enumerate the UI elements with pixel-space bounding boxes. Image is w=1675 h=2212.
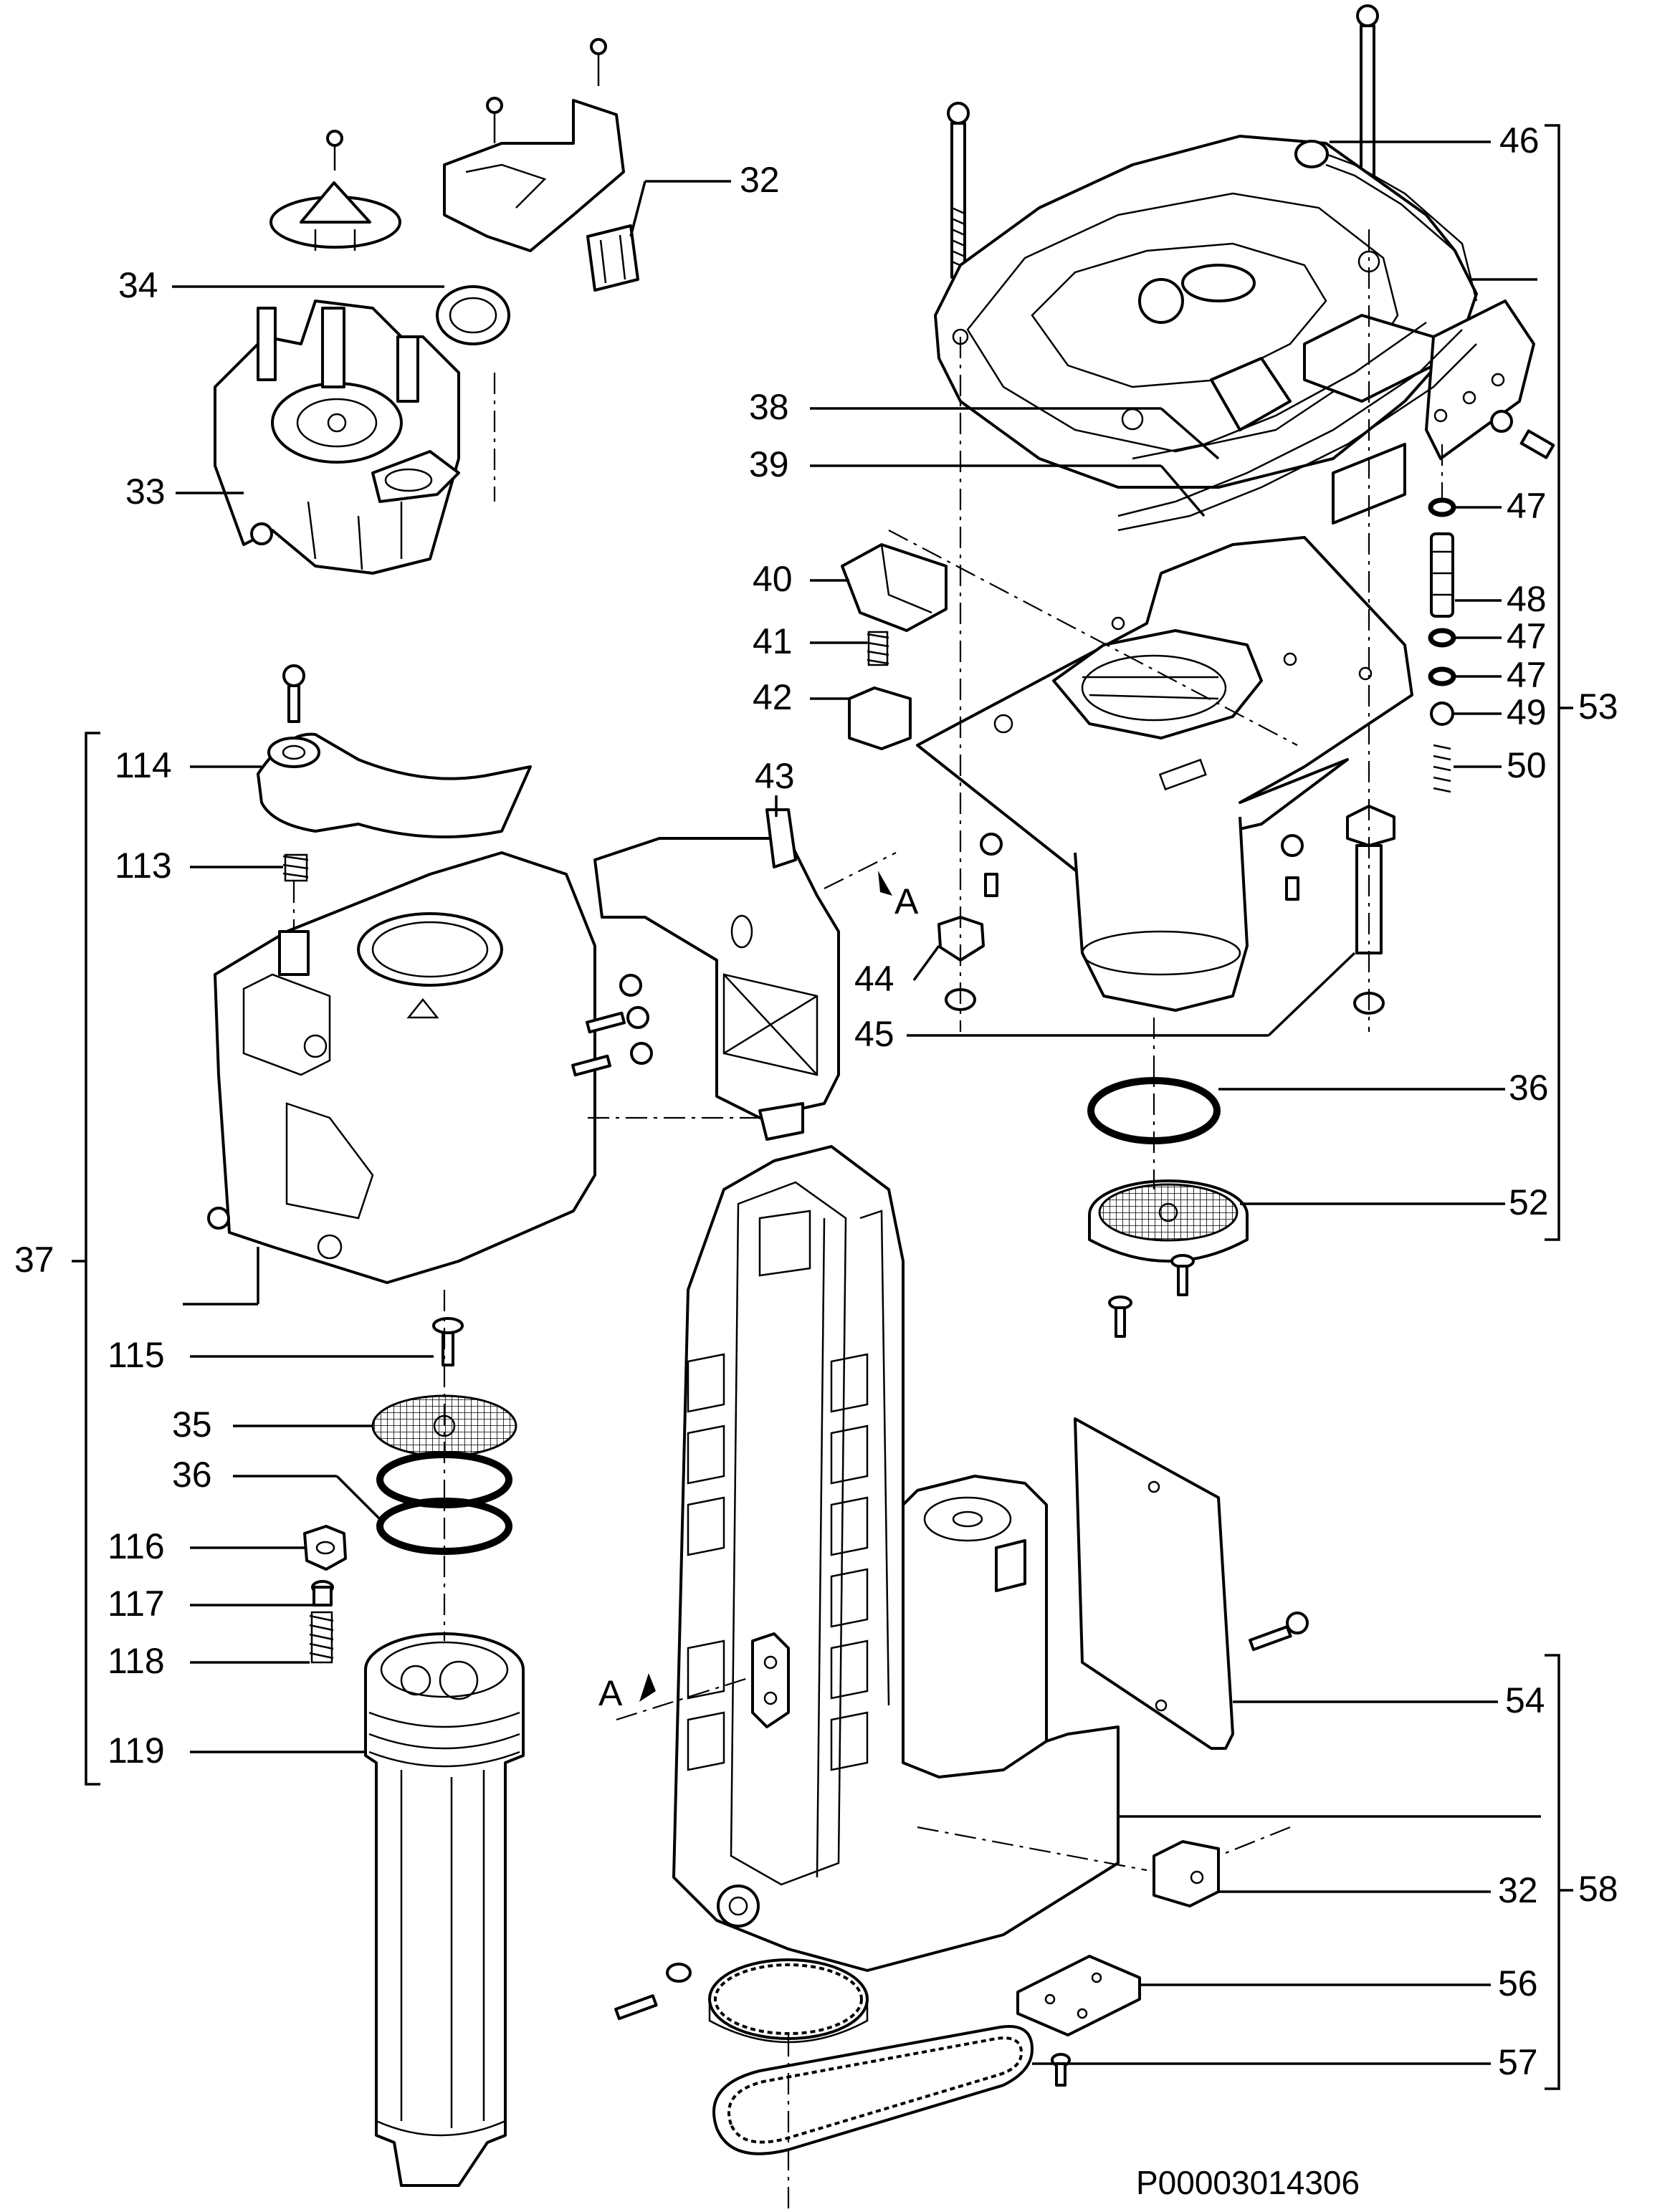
view-arrow-label-a-upper: A (894, 881, 919, 921)
drive-arm (672, 1145, 1120, 1972)
brewing-chamber-assembly (207, 664, 840, 2187)
side-screw (1490, 410, 1555, 459)
screw-top-114 (282, 664, 305, 723)
brewing-chamber-housing (207, 851, 596, 1284)
label-53: 53 (1578, 686, 1618, 727)
heater-base-plate (916, 536, 1413, 890)
cone-cap (269, 181, 401, 251)
circuit-board-54 (1074, 1417, 1234, 1750)
valve-stack (1428, 497, 1456, 793)
label-43: 43 (755, 756, 795, 796)
brewing-cylinder-119 (364, 1632, 525, 2187)
spring-113 (282, 853, 309, 882)
label-45: 45 (854, 1014, 894, 1054)
label-57: 57 (1498, 2042, 1538, 2082)
label-47-c: 47 (1507, 655, 1547, 695)
lever-114 (257, 732, 532, 838)
label-32-top: 32 (740, 160, 780, 200)
label-38: 38 (749, 387, 789, 427)
label-115: 115 (108, 1335, 165, 1375)
label-48: 48 (1507, 579, 1547, 619)
drain-pipe (1346, 805, 1395, 1015)
valve-117 (311, 1580, 334, 1607)
plate-fittings (980, 833, 1304, 901)
heater-block (934, 135, 1535, 525)
screw-115 (432, 1317, 464, 1366)
star-nut-44 (937, 916, 985, 1011)
label-113: 113 (115, 846, 172, 886)
label-39: 39 (749, 444, 789, 484)
label-40: 40 (753, 559, 793, 599)
label-44: 44 (854, 959, 894, 999)
label-114: 114 (115, 745, 172, 785)
label-118: 118 (108, 1641, 165, 1681)
drive-unit-assembly (614, 1145, 1309, 2155)
clip-42 (848, 686, 912, 750)
label-32-bottom: 32 (1498, 1870, 1538, 1910)
bracket-40 (841, 543, 948, 632)
nut-116 (303, 1525, 347, 1571)
label-35: 35 (172, 1404, 212, 1445)
filter-screws (1108, 1254, 1195, 1338)
oval-seal (436, 285, 510, 345)
switch-block-32 (1153, 1840, 1220, 1907)
label-119: 119 (108, 1730, 165, 1771)
label-33: 33 (125, 471, 166, 512)
drawing-number: P00003014306 (1136, 2164, 1360, 2201)
timing-belt-57 (712, 2025, 1034, 2155)
group-brackets (72, 124, 1573, 2090)
label-49: 49 (1507, 692, 1547, 732)
label-41: 41 (753, 621, 793, 661)
label-54: 54 (1505, 1680, 1545, 1720)
label-42: 42 (753, 677, 793, 717)
label-37: 37 (14, 1240, 54, 1280)
board-screw (1249, 1612, 1309, 1652)
frame-screws (571, 974, 653, 1077)
label-117: 117 (108, 1584, 165, 1624)
label-56: 56 (1498, 1963, 1538, 2003)
filter-screen-52 (1088, 1179, 1249, 1263)
guide-frame-43 (593, 808, 840, 1141)
pivot-pin (614, 1885, 760, 2021)
leader-lines (172, 140, 1541, 2065)
drive-gear (708, 1958, 869, 2044)
label-46: 46 (1499, 120, 1540, 161)
drive-motor (902, 1475, 1048, 1778)
label-50: 50 (1507, 745, 1547, 785)
brewing-unit-body (214, 300, 460, 575)
label-116: 116 (108, 1526, 165, 1566)
spring-41 (867, 631, 889, 666)
label-52: 52 (1509, 1182, 1549, 1222)
spring-118 (309, 1611, 334, 1664)
screw-group-top-left (326, 38, 607, 171)
temperature-sensor (1294, 140, 1478, 302)
part-number-labels: 32 34 33 38 39 46 40 41 42 47 48 47 47 4… (14, 120, 1618, 2201)
heater-element-tubes (1117, 321, 1477, 532)
label-58: 58 (1578, 1869, 1618, 1909)
mounting-plate-56 (1016, 1955, 1141, 2087)
label-47-a: 47 (1507, 486, 1547, 526)
label-36-top: 36 (1509, 1068, 1549, 1108)
assembly-center-lines (292, 229, 1443, 2212)
heater-assembly (841, 4, 1555, 1338)
brewing-head-assembly (214, 38, 639, 575)
water-outlet-bracket (443, 99, 639, 292)
label-34: 34 (118, 265, 158, 305)
heater-cylinder (1074, 816, 1249, 1012)
section-view-arrows (639, 871, 892, 1702)
view-arrow-label-a-lower: A (598, 1673, 623, 1713)
label-47-b: 47 (1507, 616, 1547, 656)
label-36-left: 36 (172, 1455, 212, 1495)
